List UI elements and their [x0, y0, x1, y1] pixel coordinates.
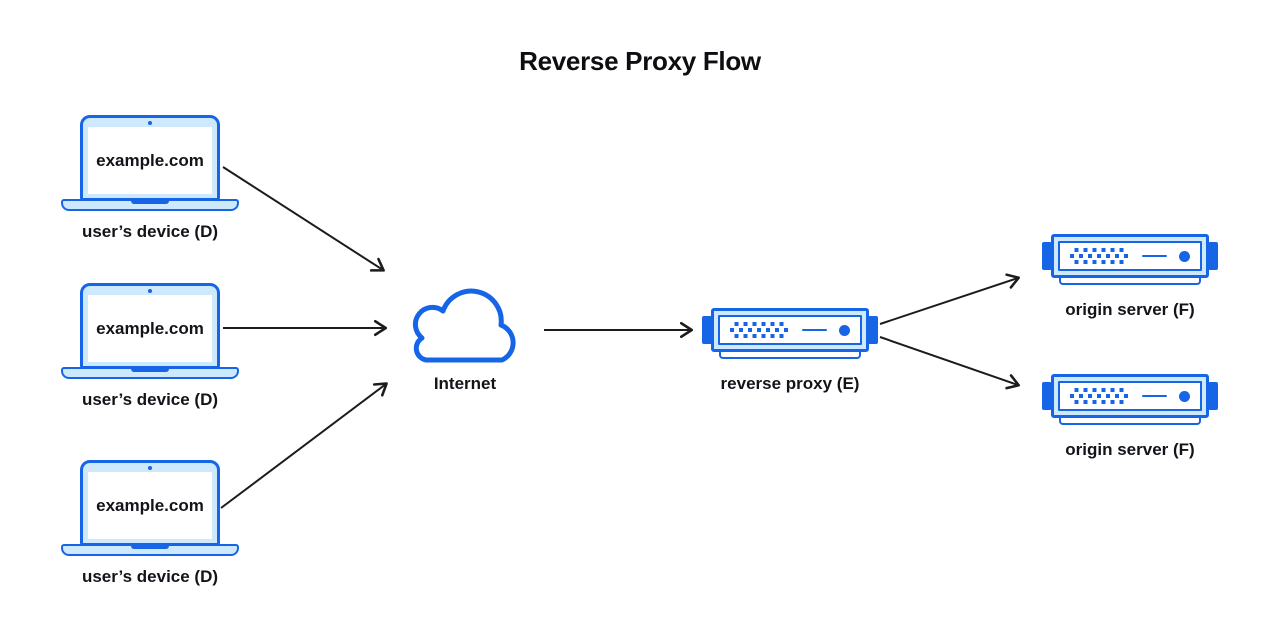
laptop-icon: example.com [80, 460, 220, 546]
origin-server-caption: origin server (F) [1065, 300, 1195, 319]
internet-caption: Internet [433, 374, 497, 393]
reverse-proxy-caption: reverse proxy (E) [720, 374, 860, 393]
device-screen-label: example.com [96, 318, 204, 338]
server-body [1051, 374, 1209, 418]
server-body [711, 308, 869, 352]
server-icon [1042, 374, 1218, 425]
laptop-notch [131, 200, 169, 204]
user-device-3: example.com user’s device (D) [60, 460, 240, 587]
device-caption: user’s device (D) [81, 567, 219, 586]
arrow-proxy-origin2 [879, 336, 1020, 390]
server-tab-left-icon [1042, 242, 1052, 270]
server-vents-icon [1070, 388, 1128, 404]
server-icon [702, 308, 878, 359]
server-faceplate [1058, 381, 1202, 411]
arrow-proxy-origin1 [879, 273, 1020, 325]
server-icon [1042, 234, 1218, 285]
origin-server-caption: origin server (F) [1065, 440, 1195, 459]
server-vents-icon [730, 322, 788, 338]
arrow-device3-internet [220, 382, 388, 509]
server-led-icon [839, 324, 850, 336]
laptop-icon: example.com [80, 283, 220, 369]
server-tab-left-icon [1042, 382, 1052, 410]
device-caption: user’s device (D) [81, 390, 219, 409]
internet-cloud-icon [412, 288, 516, 363]
arrow-device1-internet [222, 166, 385, 272]
server-slot-icon [1142, 254, 1167, 258]
server-tab-right-icon [1208, 242, 1218, 270]
server-led-icon [1179, 390, 1190, 402]
server-vents-icon [1070, 248, 1128, 264]
user-device-2: example.com user’s device (D) [60, 283, 240, 410]
reverse-proxy: reverse proxy (E) [702, 308, 878, 394]
server-faceplate [718, 315, 862, 345]
camera-dot-icon [148, 466, 152, 470]
laptop-screen: example.com [88, 127, 212, 194]
origin-server-1: origin server (F) [1042, 234, 1218, 320]
server-slot-icon [1142, 394, 1167, 398]
server-body [1051, 234, 1209, 278]
laptop-notch [131, 545, 169, 549]
origin-server-2: origin server (F) [1042, 374, 1218, 460]
laptop-base [61, 199, 239, 211]
camera-dot-icon [148, 121, 152, 125]
server-led-icon [1179, 250, 1190, 262]
laptop-screen: example.com [88, 295, 212, 362]
server-tab-right-icon [868, 316, 878, 344]
device-caption: user’s device (D) [81, 222, 219, 241]
laptop-screen: example.com [88, 472, 212, 539]
server-tab-left-icon [702, 316, 712, 344]
server-faceplate [1058, 241, 1202, 271]
user-device-1: example.com user’s device (D) [60, 115, 240, 242]
server-tab-right-icon [1208, 382, 1218, 410]
device-screen-label: example.com [96, 150, 204, 170]
laptop-notch [131, 368, 169, 372]
server-slot-icon [802, 328, 827, 332]
diagram-title: Reverse Proxy Flow [519, 46, 761, 76]
device-screen-label: example.com [96, 495, 204, 515]
camera-dot-icon [148, 289, 152, 293]
laptop-base [61, 544, 239, 556]
laptop-base [61, 367, 239, 379]
laptop-icon: example.com [80, 115, 220, 201]
